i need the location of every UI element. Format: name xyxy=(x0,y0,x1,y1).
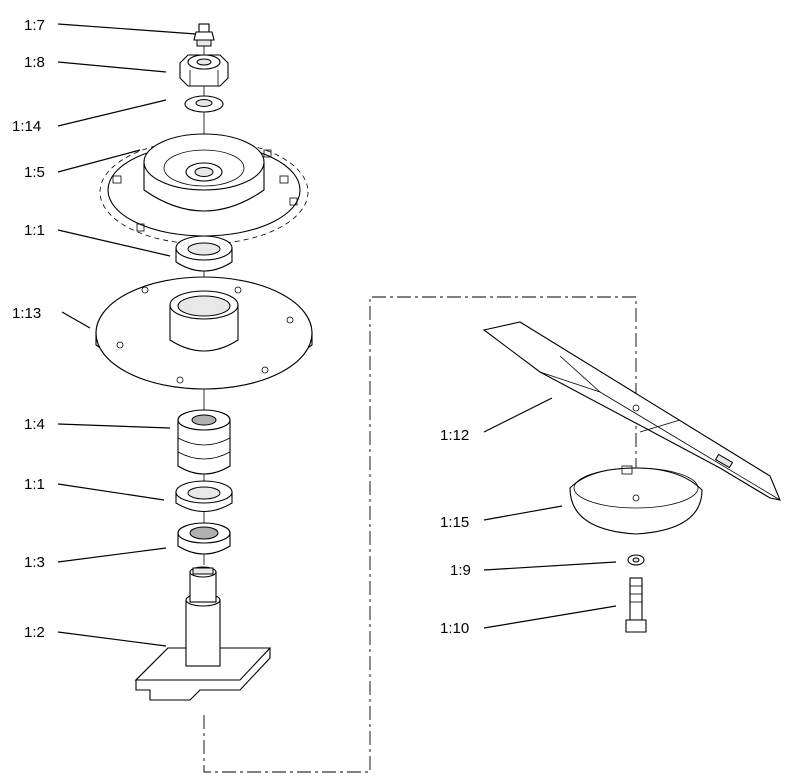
label-1-1-upper: 1:1 xyxy=(24,222,45,239)
blade-cup xyxy=(569,465,703,535)
lock-washer xyxy=(627,554,645,566)
pulley xyxy=(99,133,309,245)
label-1-2: 1:2 xyxy=(24,624,45,641)
label-1-9: 1:9 xyxy=(450,562,471,579)
label-1-3: 1:3 xyxy=(24,554,45,571)
spindle-shaft xyxy=(134,566,272,701)
washer xyxy=(184,95,224,113)
bearing-assembly xyxy=(177,409,231,475)
bolt xyxy=(625,577,647,633)
leader-lines xyxy=(57,23,617,647)
housing-plate xyxy=(95,276,313,390)
grease-fitting xyxy=(193,23,215,47)
hex-nut xyxy=(179,54,229,87)
lower-bearing xyxy=(175,480,233,513)
label-1-12: 1:12 xyxy=(440,427,469,444)
label-1-13: 1:13 xyxy=(12,305,41,322)
part-labels: 1:7 1:8 1:14 1:5 1:1 1:13 1:4 1:1 1:3 1:… xyxy=(12,17,471,641)
label-1-7: 1:7 xyxy=(24,17,45,34)
label-1-5: 1:5 xyxy=(24,164,45,181)
label-1-1-lower: 1:1 xyxy=(24,476,45,493)
label-1-15: 1:15 xyxy=(440,514,469,531)
blade xyxy=(482,321,781,501)
seal xyxy=(177,522,231,555)
label-1-4: 1:4 xyxy=(24,416,45,433)
label-1-8: 1:8 xyxy=(24,54,45,71)
label-1-10: 1:10 xyxy=(440,620,469,637)
upper-bearing xyxy=(175,235,233,272)
label-1-14: 1:14 xyxy=(12,118,41,135)
